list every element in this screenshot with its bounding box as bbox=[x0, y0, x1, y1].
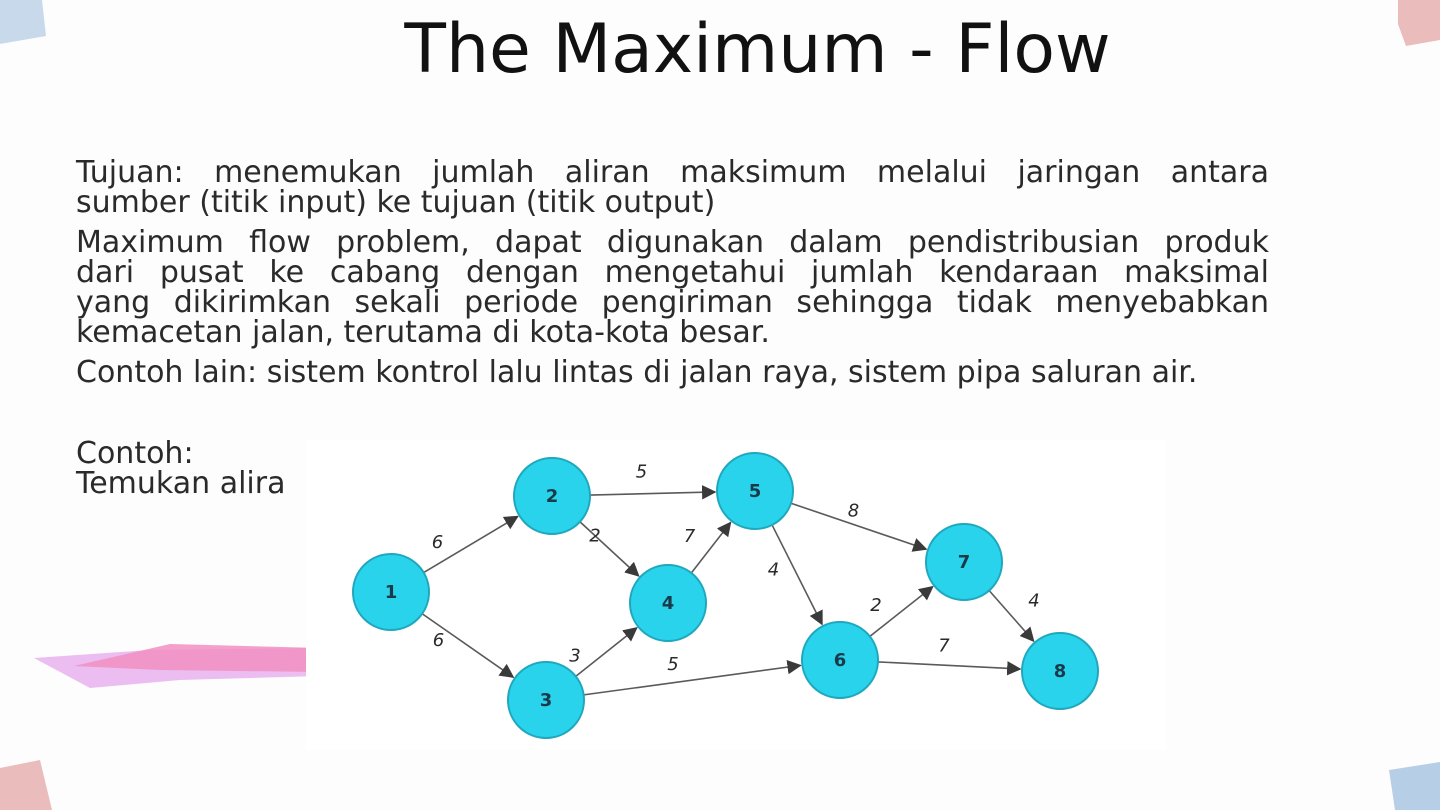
corner-decoration-bottom-left bbox=[0, 760, 52, 810]
edge-capacity-label: 6 bbox=[432, 532, 443, 553]
max-flow-network-diagram: 6 6 5 2 3 5 7 8 4 2 7 4 1 2 3 4 5 6 7 8 bbox=[306, 440, 1166, 750]
corner-decoration-bottom-right bbox=[1389, 762, 1440, 810]
slide-title: The Maximum - Flow bbox=[404, 10, 1111, 89]
node-5: 5 bbox=[716, 452, 794, 530]
edge-7-8 bbox=[988, 589, 1035, 643]
body-line: yang dikirimkan sekali periode pengirima… bbox=[76, 285, 1269, 320]
corner-decoration-top-left bbox=[0, 0, 46, 44]
node-circle bbox=[352, 553, 430, 631]
edge-3-4 bbox=[575, 626, 638, 677]
node-2: 2 bbox=[513, 457, 591, 535]
edge-4-5 bbox=[690, 521, 732, 574]
body-line: kemacetan jalan, terutama di kota-kota b… bbox=[76, 315, 770, 350]
node-circle bbox=[507, 661, 585, 739]
body-line: dari pusat ke cabang dengan mengetahui j… bbox=[76, 255, 1269, 290]
edge-6-8 bbox=[877, 661, 1022, 676]
corner-decoration-top-right bbox=[1398, 0, 1440, 46]
edge-6-7 bbox=[869, 585, 934, 638]
node-circle bbox=[716, 452, 794, 530]
edge-capacity-label: 5 bbox=[636, 462, 647, 483]
node-label: 1 bbox=[385, 582, 398, 603]
edge-2-4 bbox=[579, 521, 640, 577]
node-7: 7 bbox=[925, 523, 1003, 601]
node-4: 4 bbox=[629, 564, 707, 642]
edge-capacity-label: 5 bbox=[667, 654, 678, 675]
node-circle bbox=[801, 621, 879, 699]
edge-1-3 bbox=[421, 613, 515, 678]
example-label: Contoh: bbox=[76, 436, 194, 471]
node-circle bbox=[513, 457, 591, 535]
node-label: 6 bbox=[834, 650, 847, 671]
edge-5-6 bbox=[771, 524, 823, 626]
node-1: 1 bbox=[352, 553, 430, 631]
edge-2-5 bbox=[589, 485, 717, 500]
body-line: Tujuan: menemukan jumlah aliran maksimum… bbox=[76, 155, 1269, 190]
edge-1-2 bbox=[423, 515, 519, 574]
edge-capacity-label: 4 bbox=[768, 560, 779, 581]
node-6: 6 bbox=[801, 621, 879, 699]
edge-capacity-label: 8 bbox=[848, 501, 859, 522]
example-text: Temukan alira bbox=[76, 466, 286, 501]
edge-5-7 bbox=[790, 502, 928, 552]
edge-capacity-label: 4 bbox=[1028, 591, 1039, 612]
edge-capacity-label: 2 bbox=[870, 595, 881, 616]
node-label: 7 bbox=[958, 552, 971, 573]
edge-capacity-label: 3 bbox=[569, 646, 580, 667]
node-label: 5 bbox=[749, 481, 762, 502]
body-line: Maximum flow problem, dapat digunakan da… bbox=[76, 225, 1269, 260]
node-label: 8 bbox=[1054, 661, 1067, 682]
slide-body: Tujuan: menemukan jumlah aliran maksimum… bbox=[76, 158, 1269, 499]
node-8: 8 bbox=[1021, 632, 1099, 710]
node-label: 2 bbox=[546, 486, 559, 507]
edge-capacity-label: 7 bbox=[938, 636, 950, 657]
node-circle bbox=[629, 564, 707, 642]
node-circle bbox=[1021, 632, 1099, 710]
edge-capacity-label: 7 bbox=[684, 526, 696, 547]
body-line: Contoh lain: sistem kontrol lalu lintas … bbox=[76, 355, 1198, 390]
node-circle bbox=[925, 523, 1003, 601]
node-3: 3 bbox=[507, 661, 585, 739]
edge-3-6 bbox=[583, 660, 802, 696]
node-label: 3 bbox=[540, 690, 553, 711]
brush-stroke-decoration bbox=[34, 644, 320, 688]
edge-capacity-label: 2 bbox=[589, 526, 600, 547]
edge-capacity-label: 6 bbox=[433, 630, 444, 651]
node-label: 4 bbox=[662, 593, 675, 614]
body-line: sumber (titik input) ke tujuan (titik ou… bbox=[76, 185, 716, 220]
